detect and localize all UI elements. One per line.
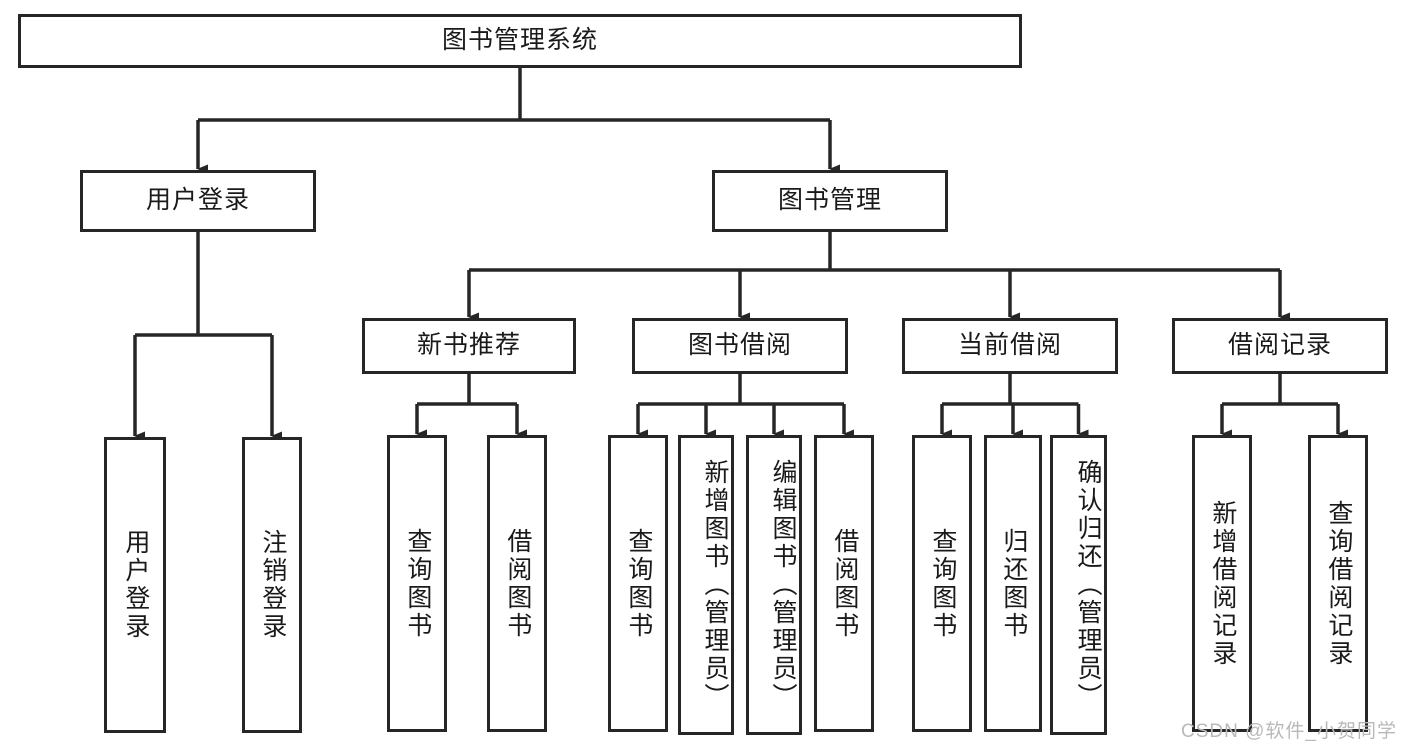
leaf-return-book[interactable]: 归还图书 bbox=[984, 435, 1042, 732]
leaf-add-book-admin-label: 新增图书（管理员） bbox=[701, 459, 729, 711]
leaf-borrow-book-recommend-label: 借阅图书 bbox=[503, 527, 532, 640]
node-borrow-record-label: 借阅记录 bbox=[1227, 331, 1332, 360]
leaf-confirm-return-admin[interactable]: 确认归还（管理员） bbox=[1050, 435, 1107, 735]
node-book-manage-label: 图书管理 bbox=[777, 186, 882, 215]
leaf-borrow-book-recommend[interactable]: 借阅图书 bbox=[487, 435, 547, 732]
leaf-user-logout-label: 注销登录 bbox=[258, 529, 287, 641]
node-root[interactable]: 图书管理系统 bbox=[18, 14, 1022, 68]
leaf-add-borrow-record-label: 新增借阅记录 bbox=[1208, 499, 1237, 668]
leaf-edit-book-admin-label: 编辑图书（管理员） bbox=[769, 459, 797, 711]
leaf-query-borrow-record[interactable]: 查询借阅记录 bbox=[1308, 435, 1368, 732]
node-book-manage[interactable]: 图书管理 bbox=[712, 170, 948, 232]
leaf-add-borrow-record[interactable]: 新增借阅记录 bbox=[1192, 435, 1252, 732]
node-new-book-recommend-label: 新书推荐 bbox=[416, 331, 521, 360]
node-book-borrow-label: 图书借阅 bbox=[687, 331, 792, 360]
leaf-confirm-return-admin-label: 确认归还（管理员） bbox=[1074, 459, 1102, 711]
node-root-label: 图书管理系统 bbox=[441, 26, 598, 55]
node-borrow-record[interactable]: 借阅记录 bbox=[1172, 318, 1388, 374]
node-current-borrow[interactable]: 当前借阅 bbox=[902, 318, 1118, 374]
leaf-borrow-book-borrow[interactable]: 借阅图书 bbox=[814, 435, 874, 732]
leaf-query-book-recommend-label: 查询图书 bbox=[403, 527, 432, 640]
leaf-query-book-borrow-label: 查询图书 bbox=[624, 527, 653, 640]
leaf-user-logout[interactable]: 注销登录 bbox=[242, 437, 302, 733]
node-user-login-label: 用户登录 bbox=[145, 186, 250, 215]
leaf-edit-book-admin[interactable]: 编辑图书（管理员） bbox=[746, 435, 802, 735]
node-current-borrow-label: 当前借阅 bbox=[957, 331, 1062, 360]
leaf-user-login-label: 用户登录 bbox=[121, 529, 150, 641]
leaf-add-book-admin[interactable]: 新增图书（管理员） bbox=[678, 435, 734, 735]
leaf-query-borrow-record-label: 查询借阅记录 bbox=[1324, 499, 1353, 668]
leaf-return-book-label: 归还图书 bbox=[999, 527, 1028, 640]
leaf-query-book-borrow[interactable]: 查询图书 bbox=[608, 435, 668, 732]
leaf-query-book-recommend[interactable]: 查询图书 bbox=[387, 435, 447, 732]
leaf-user-login[interactable]: 用户登录 bbox=[104, 437, 166, 733]
node-new-book-recommend[interactable]: 新书推荐 bbox=[362, 318, 576, 374]
node-user-login[interactable]: 用户登录 bbox=[80, 170, 316, 232]
watermark: CSDN @软件_小贺同学 bbox=[1181, 721, 1397, 742]
leaf-borrow-book-borrow-label: 借阅图书 bbox=[830, 527, 859, 640]
leaf-query-book-current[interactable]: 查询图书 bbox=[912, 435, 972, 732]
node-book-borrow[interactable]: 图书借阅 bbox=[632, 318, 848, 374]
leaf-query-book-current-label: 查询图书 bbox=[928, 527, 957, 640]
